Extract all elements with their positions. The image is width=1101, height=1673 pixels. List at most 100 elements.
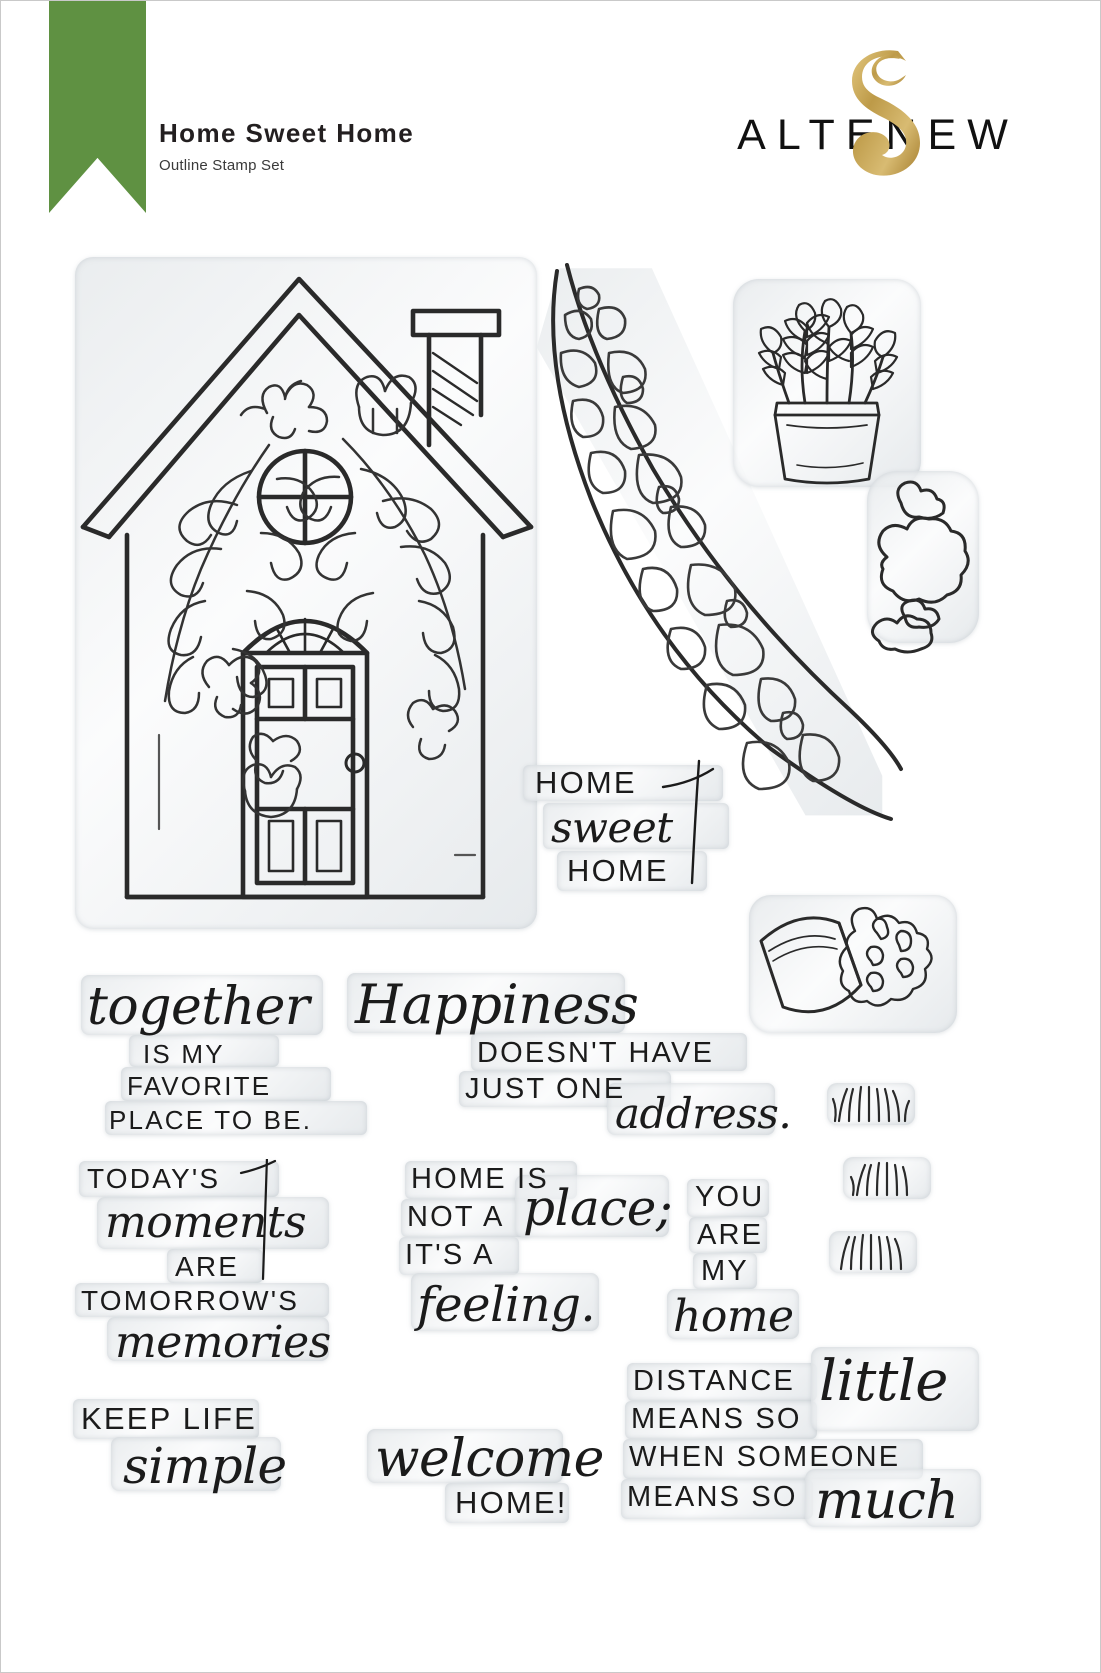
home-is-not-a-place-sentiment: HOME IS NOT A place; IT'S A feeling. [397, 1159, 677, 1369]
path-outline-art [551, 263, 903, 821]
acrylic-backing [367, 1429, 563, 1483]
acrylic-backing [121, 1067, 331, 1101]
bush-small-art [871, 614, 934, 654]
acrylic-backing [471, 1033, 747, 1071]
sentiment-line: IS MY [143, 1039, 225, 1069]
todays-moments-sentiment: TODAY'S moments ARE TOMORROW'S memories [71, 1159, 351, 1368]
acrylic-backing [805, 1469, 981, 1527]
grass-tuft-3-stamp [827, 1229, 919, 1275]
sentiment-line: MEANS SO [627, 1481, 798, 1513]
cobblestone-path-stamp [521, 249, 921, 829]
sentiment-line: simple [123, 1437, 287, 1495]
green-ribbon [49, 1, 146, 213]
acrylic-backing [625, 1401, 817, 1439]
you-are-my-home-sentiment: YOU ARE MY home [663, 1177, 813, 1357]
title-block: Home Sweet Home Outline Stamp Set [159, 119, 414, 174]
sentiment-line: HOME! [455, 1485, 568, 1520]
distance-means-so-little-sentiment: DISTANCE MEANS SO little WHEN SOMEONE ME… [619, 1341, 989, 1541]
sentiment-line: NOT A [407, 1201, 505, 1233]
sentiment-line: MY [701, 1255, 749, 1287]
tipped-flowerpot-art [759, 906, 933, 1014]
page-subtitle: Outline Stamp Set [159, 156, 285, 174]
acrylic-backing [81, 975, 323, 1035]
acrylic-backing [543, 803, 729, 849]
acrylic-backing [129, 1035, 279, 1067]
acrylic-backing [667, 1289, 799, 1339]
sentiment-line: together [87, 977, 310, 1037]
acrylic-backing [445, 1483, 569, 1523]
happiness-address-sentiment: Happiness DOESN'T HAVE JUST ONE address. [337, 969, 792, 1159]
sentiment-line: HOME [567, 853, 669, 888]
stamp-sheet: HOME sweet HOME [1, 229, 1100, 1672]
home-sweet-home-sentiment: HOME sweet HOME [513, 759, 733, 909]
acrylic-backing [687, 1179, 769, 1217]
acrylic-backing [75, 1283, 329, 1317]
keep-life-simple-sentiment: KEEP LIFE simple [67, 1397, 297, 1507]
sentiment-line: PLACE TO BE. [109, 1105, 313, 1135]
acrylic-backing [607, 1083, 775, 1135]
sentiment-line: ARE [175, 1251, 240, 1282]
sentiment-line: little [819, 1349, 948, 1414]
grass-tuft-2-stamp [841, 1155, 933, 1201]
acrylic-backing [689, 1217, 767, 1253]
acrylic-backing [411, 1273, 599, 1331]
acrylic-backing [97, 1197, 329, 1249]
potted-plant-stamp [727, 273, 927, 493]
acrylic-backing [621, 1479, 813, 1519]
acrylic-backing [73, 1399, 259, 1439]
sentiment-line: TOMORROW'S [81, 1285, 300, 1316]
grass-tuft-art [849, 1161, 909, 1197]
acrylic-backing [523, 765, 723, 801]
sentiment-line: FAVORITE [127, 1071, 272, 1101]
grass-tuft-art [839, 1233, 903, 1271]
sentiment-line: WHEN SOMEONE [629, 1441, 901, 1473]
acrylic-backing [811, 1347, 979, 1431]
house-with-florals-stamp [61, 249, 551, 939]
gold-flourish-icon [852, 50, 920, 176]
acrylic-backing [105, 1101, 367, 1135]
sentiment-line: home [673, 1291, 794, 1342]
acrylic-backing [401, 1199, 531, 1237]
acrylic-backing [515, 1175, 669, 1237]
sentiment-line: JUST ONE [465, 1073, 626, 1105]
together-favorite-place-sentiment: together IS MY FAVORITE PLACE TO BE. [69, 971, 389, 1151]
tipped-flowerpot-stamp [743, 889, 963, 1039]
sentiment-line: MEANS SO [631, 1403, 802, 1435]
sentiment-line: TODAY'S [87, 1163, 221, 1194]
sentiment-line: feeling. [417, 1277, 596, 1333]
sentiment-flourish-icon [239, 1159, 277, 1281]
acrylic-backing [111, 1437, 281, 1491]
sentiment-line: memories [115, 1317, 331, 1368]
sentiment-line: moments [105, 1197, 307, 1248]
acrylic-backing [107, 1317, 329, 1361]
acrylic-backing [167, 1249, 263, 1283]
sentiment-line: sweet [551, 803, 673, 852]
sentiment-line: welcome [375, 1429, 604, 1489]
acrylic-backing [627, 1363, 817, 1401]
sentiment-line: IT'S A [405, 1239, 495, 1271]
sentiment-line: Happiness [355, 973, 639, 1036]
sentiment-line: HOME [535, 765, 637, 800]
altenew-logo: ALTENEW [692, 50, 1064, 176]
acrylic-backing [79, 1161, 279, 1197]
potted-plant-art [757, 298, 899, 485]
sentiment-line: much [815, 1471, 959, 1531]
bush-large-art [877, 480, 970, 629]
acrylic-backing [347, 973, 625, 1033]
acrylic-backing [557, 851, 707, 891]
sentiment-line: ARE [697, 1219, 764, 1251]
welcome-home-sentiment: welcome HOME! [361, 1427, 604, 1537]
grass-tuft-art [831, 1085, 911, 1123]
sentiment-line: HOME IS [411, 1163, 549, 1195]
bush-small-stamp [863, 601, 943, 661]
sentiment-line: address. [615, 1089, 792, 1138]
sentiment-flourish-icon [661, 759, 715, 885]
sentiment-line: KEEP LIFE [81, 1401, 258, 1436]
acrylic-backing [693, 1253, 757, 1289]
sentiment-line: DISTANCE [633, 1365, 796, 1397]
bush-large-stamp [863, 467, 983, 647]
sentiment-line: place; [523, 1179, 673, 1237]
house-outline-art [80, 276, 534, 900]
acrylic-backing [399, 1237, 519, 1275]
